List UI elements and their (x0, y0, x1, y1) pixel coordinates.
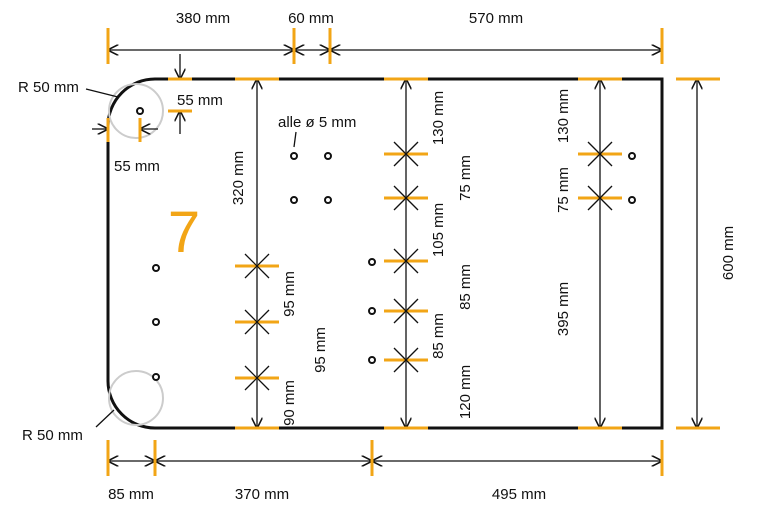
dim-label-col3-75: 75 mm (555, 167, 572, 213)
holes-note-leader (293, 131, 297, 148)
dim-label-bottom-495: 495 mm (492, 486, 546, 503)
hole (324, 152, 332, 160)
hole (628, 152, 636, 160)
panel-number: 7 (168, 200, 200, 265)
cross (393, 347, 419, 373)
cross (244, 365, 270, 391)
hole (136, 107, 144, 115)
holes-note: alle ø 5 mm (278, 114, 356, 131)
hole (290, 152, 298, 160)
dim-label-corner-y: 55 mm (177, 92, 223, 109)
dim-label-bottom-85: 85 mm (108, 486, 154, 503)
radius-leader-bottom (95, 409, 115, 428)
cross (393, 248, 419, 274)
cross (393, 298, 419, 324)
hole (290, 196, 298, 204)
cross (393, 185, 419, 211)
hole (152, 318, 160, 326)
hole (628, 196, 636, 204)
radius-label-top: R 50 mm (18, 79, 79, 96)
cross (244, 309, 270, 335)
dim-label-col3-130: 130 mm (555, 89, 572, 143)
dim-label-col3-395: 395 mm (555, 282, 572, 336)
dim-label-bottom-370: 370 mm (235, 486, 289, 503)
hole (152, 264, 160, 272)
hole (368, 307, 376, 315)
hole (368, 258, 376, 266)
panel-outline (106, 77, 664, 430)
cross (587, 141, 613, 167)
radius-label-bottom: R 50 mm (22, 427, 83, 444)
dim-label-col1-90: 90 mm (281, 380, 298, 426)
dim-label-col2-85a: 85 mm (457, 264, 474, 310)
dim-label-col2-120: 120 mm (457, 365, 474, 419)
radius-circle-bottom (108, 370, 164, 426)
dim-label-top-380: 380 mm (176, 10, 230, 27)
dim-label-top-570: 570 mm (469, 10, 523, 27)
cross (587, 185, 613, 211)
dim-label-col2-85b: 85 mm (430, 313, 447, 359)
dim-label-corner-x: 55 mm (114, 158, 160, 175)
radius-circle-top (108, 83, 164, 139)
hole (152, 373, 160, 381)
hole (368, 356, 376, 364)
dim-label-col2-75: 75 mm (457, 155, 474, 201)
dim-label-col1-95b: 95 mm (312, 327, 329, 373)
cross (244, 253, 270, 279)
dim-label-col2-105: 105 mm (430, 203, 447, 257)
dim-label-col1-95a: 95 mm (281, 271, 298, 317)
dim-label-height-600: 600 mm (720, 226, 737, 280)
dim-label-top-60: 60 mm (288, 10, 334, 27)
radius-leader-top (85, 88, 119, 98)
cross (393, 141, 419, 167)
dim-label-col1-320: 320 mm (230, 151, 247, 205)
hole (324, 196, 332, 204)
dim-label-col2-130: 130 mm (430, 91, 447, 145)
